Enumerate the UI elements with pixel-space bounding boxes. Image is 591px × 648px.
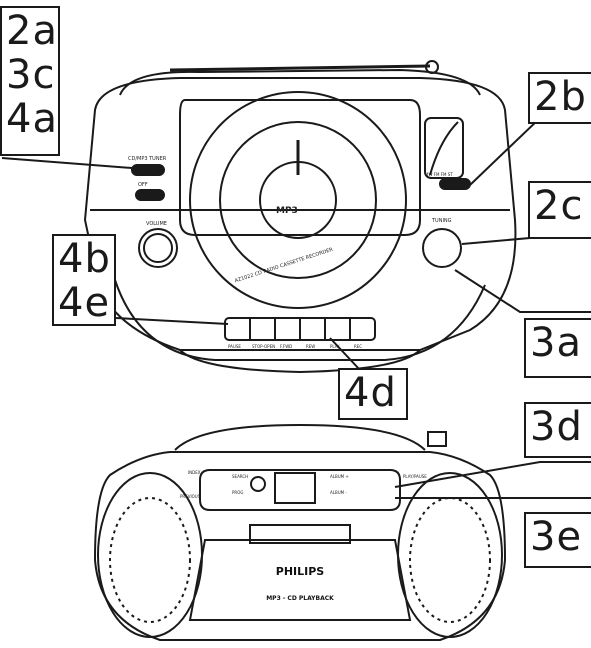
disc-outer [189, 91, 407, 309]
callout-label: 4e [58, 280, 111, 326]
callout-label: 4d [344, 370, 397, 416]
leader-3a [454, 269, 591, 313]
callout-right-bottom-2: 3e [524, 512, 591, 568]
leader-4b [115, 317, 229, 325]
source-switch-label: CD/MP3 TUNER [128, 156, 167, 162]
speaker-right-inner [409, 497, 491, 623]
left-label-index: INDEX [188, 470, 201, 475]
source-switch [131, 164, 165, 176]
antenna [169, 64, 431, 72]
key-label: REC [354, 344, 362, 349]
callout-right-mid: 2c [528, 181, 591, 239]
top-unit [83, 60, 517, 374]
tuning-curve [429, 121, 459, 176]
leader-2a [1, 157, 133, 169]
volume-knob-inner [143, 233, 173, 263]
disc-mid [219, 121, 377, 279]
bottom-unit [93, 423, 507, 641]
subtitle-label: MP3 - CD PLAYBACK [266, 595, 334, 602]
disc-logo: MP3 [276, 206, 298, 216]
callout-label: 3d [530, 404, 583, 450]
key-label: REW [306, 344, 315, 349]
backlight-switch [135, 189, 165, 201]
callout-right-low: 3a [524, 318, 591, 378]
callout-label: 3c [6, 52, 56, 98]
panel-label: ALBUM - [330, 490, 347, 495]
callout-left-mid: 4b 4e [52, 234, 116, 326]
right-label-play: PLAY/PAUSE [403, 474, 427, 479]
leader-3d [394, 461, 591, 488]
panel-label: SEARCH [232, 474, 248, 479]
bottom-handle [174, 423, 426, 451]
top-body [83, 77, 517, 351]
base-grill [179, 349, 421, 374]
tuning-label: TUNING [431, 218, 452, 224]
callout-left-top: 2a 3c 4a [0, 6, 60, 156]
control-panel [199, 469, 401, 511]
handle-tab [427, 431, 447, 447]
bottom-unit-labels: PHILIPS MP3 - CD PLAYBACK INDEX PREVIOUS… [180, 470, 427, 602]
callout-label: 2b [534, 74, 587, 120]
lcd-display [274, 472, 316, 504]
cassette-key-labels: PAUSE STOP-OPEN F.FWD REW PLAY REC [228, 344, 362, 349]
callout-label: 3a [530, 320, 582, 366]
cd-slot [249, 524, 351, 544]
leader-2b [469, 117, 591, 186]
callout-right-top: 2b [528, 72, 591, 124]
panel-label: ALBUM + [330, 474, 349, 479]
key-label: PLAY [330, 344, 340, 349]
tuning-scale [424, 117, 464, 179]
volume-knob [138, 228, 178, 268]
key-label: STOP-OPEN [252, 344, 275, 349]
backlight-switch-label: OFF [138, 182, 148, 188]
front-panel [188, 539, 412, 621]
left-label-previous: PREVIOUS [180, 494, 201, 499]
callout-right-bottom-1: 3d [524, 402, 591, 458]
cd-lid [179, 99, 421, 236]
control-button [250, 476, 266, 492]
callout-label: 3e [530, 514, 583, 560]
tuning-knob [422, 228, 462, 268]
volume-label: VOLUME [146, 221, 167, 227]
speaker-left-inner [109, 497, 191, 623]
callout-label: 4b [58, 236, 111, 282]
callout-label: 2c [534, 183, 584, 229]
key-label: PAUSE [228, 344, 241, 349]
band-switch [439, 178, 471, 190]
band-label: MW FM FM ST [425, 172, 453, 177]
callout-label: 4a [6, 96, 58, 142]
callout-label: 2a [6, 8, 58, 54]
key-label: F.FWD [280, 344, 292, 349]
leader-4d [329, 337, 361, 371]
brand-label: PHILIPS [276, 565, 325, 578]
disc-model-text: AZ1022 CD RADIO CASSETTE RECORDER [234, 247, 334, 285]
panel-label: PROG [232, 490, 243, 495]
callout-bottom-center: 4d [338, 368, 408, 420]
bottom-body [93, 451, 507, 641]
